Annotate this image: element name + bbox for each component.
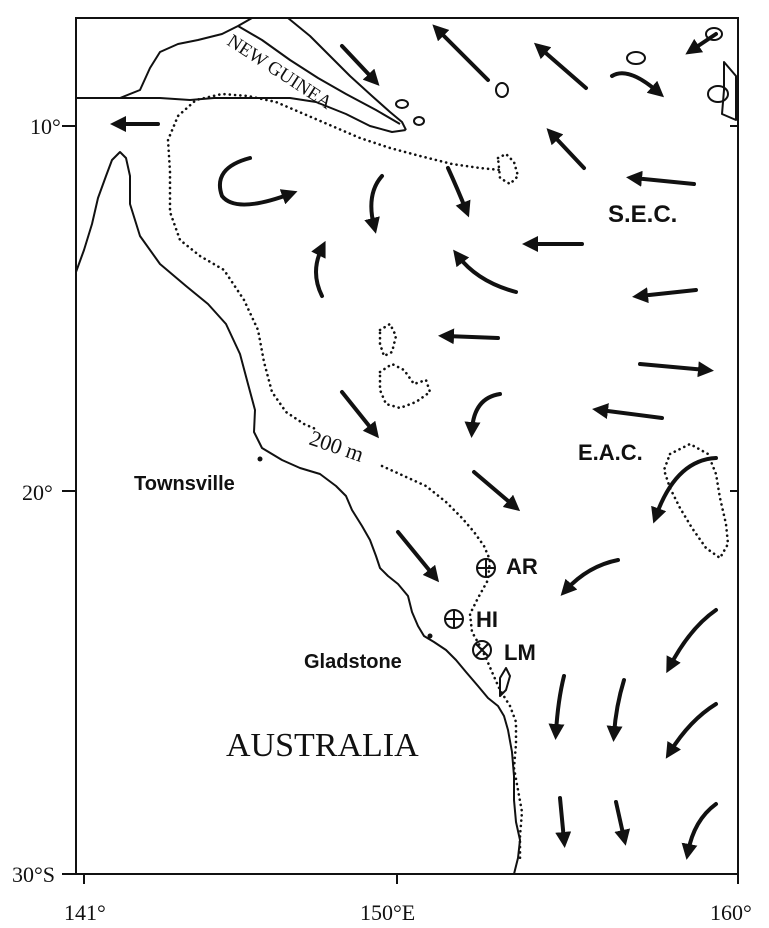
gladstone-dot [427, 633, 433, 639]
isobath-loop-center [378, 322, 432, 410]
australia-coast [75, 151, 521, 875]
site-marker-lm [472, 640, 492, 660]
townsville-dot [257, 456, 263, 462]
site-label-ar: AR [506, 554, 538, 579]
new-guinea-coast [76, 17, 407, 133]
site-label-lm: LM [504, 640, 536, 665]
site-label-hi: HI [476, 607, 498, 632]
x-tick-160: 160° [710, 900, 752, 925]
y-tick-20: 20° [22, 480, 53, 505]
y-tick-10: 10° [30, 114, 61, 139]
isobath-label: 200 m [306, 425, 367, 467]
site-marker-hi [444, 609, 464, 629]
islet-lm [499, 667, 511, 697]
current-arrows [110, 24, 718, 860]
islands [395, 27, 737, 126]
australia-label: AUSTRALIA [226, 727, 419, 764]
new-guinea-label: NEW GUINEA [223, 31, 336, 114]
x-tick-141: 141° [64, 900, 106, 925]
gladstone-label: Gladstone [304, 651, 402, 673]
axis-ticks [62, 125, 739, 884]
isobath-200m-south [380, 464, 524, 862]
isobath-loop-north [496, 152, 520, 186]
eac-label: E.A.C. [578, 440, 643, 465]
new-guinea-south-shore [237, 25, 401, 125]
sec-label: S.E.C. [608, 201, 677, 228]
map-frame [75, 17, 739, 875]
isobath-200m [166, 92, 502, 432]
y-tick-30: 30°S [12, 862, 55, 887]
townsville-label: Townsville [134, 473, 235, 495]
site-marker-ar [476, 558, 496, 578]
x-tick-150: 150°E [360, 900, 415, 925]
